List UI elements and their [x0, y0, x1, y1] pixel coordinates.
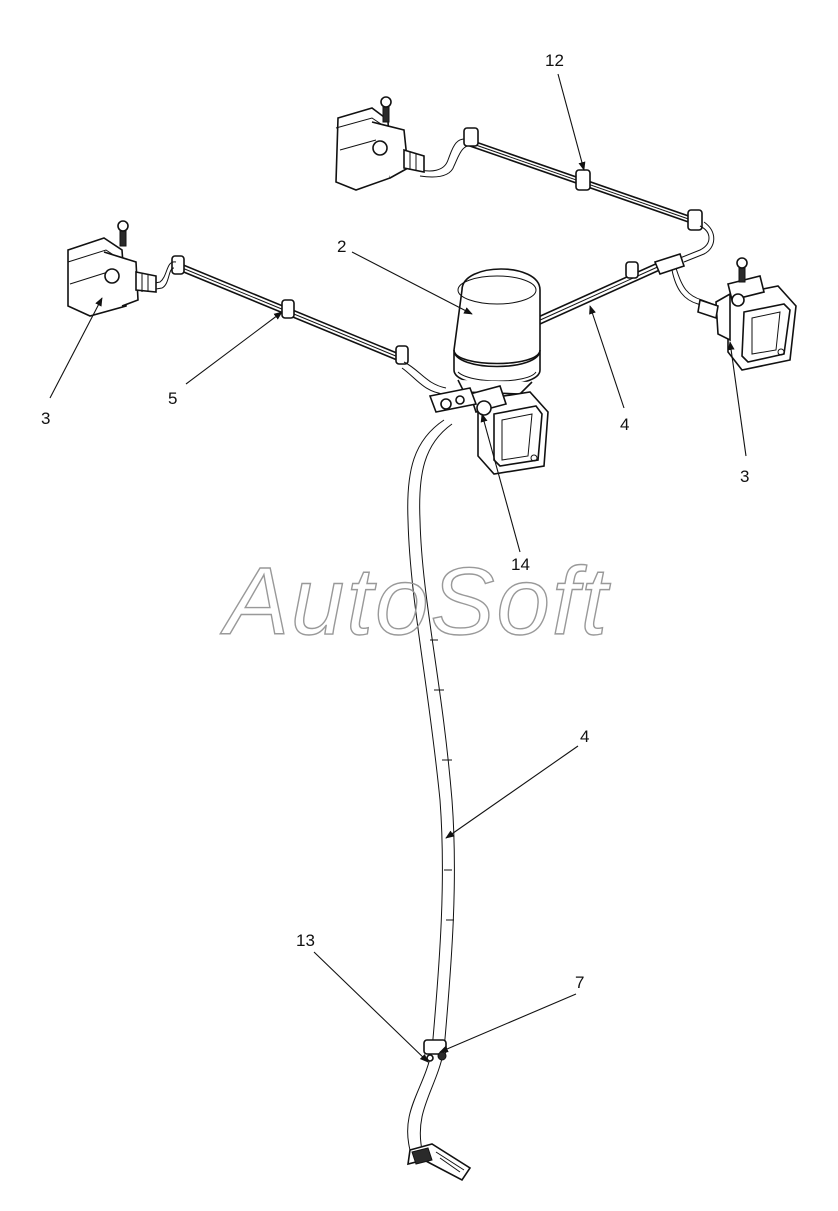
watermark-text: AutoSoft [220, 548, 611, 655]
leader-7 [439, 993, 577, 1053]
work-lamp-left [67, 220, 157, 317]
leader-4-right [589, 305, 625, 409]
leader-12 [557, 73, 586, 171]
callout-14: 14 [511, 555, 530, 574]
leader-13 [313, 951, 429, 1063]
callout-3-left: 3 [41, 409, 50, 428]
callout-4-right: 4 [620, 415, 629, 434]
rotating-beacon [453, 268, 541, 395]
callout-4-lower: 4 [580, 727, 589, 746]
left-light-bar [149, 255, 447, 395]
callout-13: 13 [296, 931, 315, 950]
main-cable [407, 419, 455, 1151]
leader-lines [49, 73, 747, 1063]
rear-light-bar [419, 127, 715, 263]
callout-2: 2 [337, 237, 346, 256]
work-lamp-front [428, 385, 549, 475]
leader-4-lower [445, 745, 579, 839]
leader-3-left [49, 297, 103, 399]
callout-3-right: 3 [740, 467, 749, 486]
work-lamp-rear-left [335, 96, 425, 191]
leader-2 [351, 251, 473, 315]
leader-14 [480, 413, 521, 553]
callout-12: 12 [545, 51, 564, 70]
leader-3-right [727, 341, 747, 457]
work-lamp-right [697, 257, 797, 371]
leader-5 [185, 311, 283, 385]
callout-7: 7 [575, 973, 584, 992]
connector-plug [407, 1143, 472, 1182]
callout-labels: 12 2 3 5 4 3 14 4 13 7 [41, 51, 749, 992]
right-light-bar [534, 252, 719, 326]
callout-5: 5 [168, 389, 177, 408]
